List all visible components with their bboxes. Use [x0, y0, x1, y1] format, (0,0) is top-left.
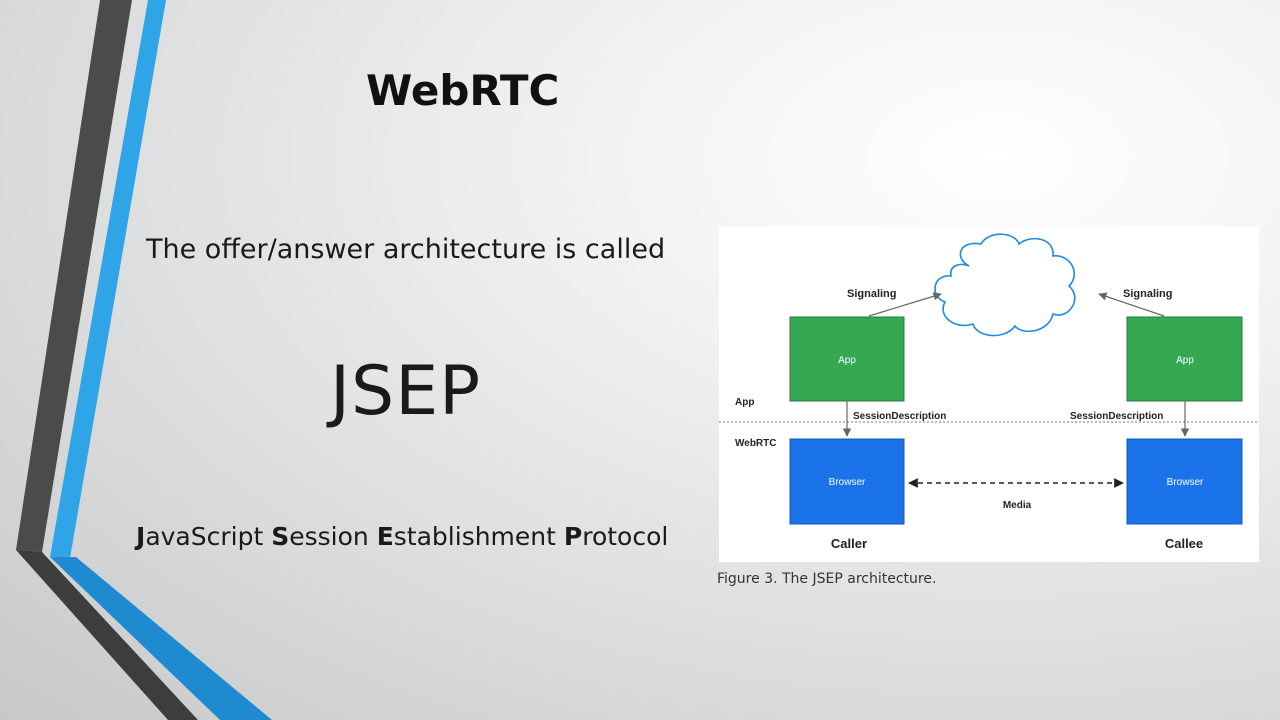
callee-label: Callee: [1165, 536, 1203, 551]
blue-stripe-diagonal: [50, 557, 272, 720]
sessiondesc-label-callee: SessionDescription: [1070, 411, 1163, 422]
word-rest-2: ession: [289, 522, 377, 551]
sessiondesc-label-caller: SessionDescription: [853, 411, 946, 422]
dark-stripe-vertical: [16, 0, 132, 552]
initial-p: P: [563, 522, 583, 551]
layer-label-app: App: [735, 397, 754, 408]
word-rest-3: stablishment: [393, 522, 564, 551]
acronym-jsep: JSEP: [330, 352, 482, 431]
cloud-icon: [934, 233, 1076, 337]
dark-stripe-diagonal: [16, 550, 198, 720]
jsep-architecture-figure: Signaling Signaling App App App WebRTC S…: [719, 226, 1259, 562]
word-rest-1: avaScript: [145, 522, 272, 551]
browser-box-callee-label: Browser: [1167, 477, 1204, 488]
caller-label: Caller: [831, 536, 867, 551]
signaling-arrow-right: [1098, 292, 1165, 317]
initial-j: J: [136, 522, 146, 551]
initial-e: E: [376, 522, 394, 551]
app-box-callee: [1126, 316, 1243, 402]
signaling-arrow-left: [868, 292, 942, 317]
layer-label-webrtc: WebRTC: [735, 438, 776, 449]
signaling-label-right: Signaling: [1123, 288, 1173, 300]
media-label: Media: [1003, 500, 1032, 511]
app-box-callee-label: App: [1176, 355, 1194, 366]
app-box-caller-label: App: [838, 355, 856, 366]
signaling-label-left: Signaling: [847, 288, 897, 300]
figure-caption: Figure 3. The JSEP architecture.: [717, 571, 937, 587]
blue-stripe-vertical: [50, 0, 166, 558]
word-rest-4: rotocol: [582, 522, 669, 551]
intro-text: The offer/answer architecture is called: [146, 234, 666, 265]
acronym-expansion: JavaScript Session Establishment Protoco…: [136, 522, 668, 551]
initial-s: S: [271, 522, 290, 551]
browser-box-callee: [1126, 438, 1243, 525]
browser-box-caller-label: Browser: [829, 477, 866, 488]
browser-box-caller: [789, 438, 905, 525]
slide-title: WebRTC: [366, 66, 560, 115]
